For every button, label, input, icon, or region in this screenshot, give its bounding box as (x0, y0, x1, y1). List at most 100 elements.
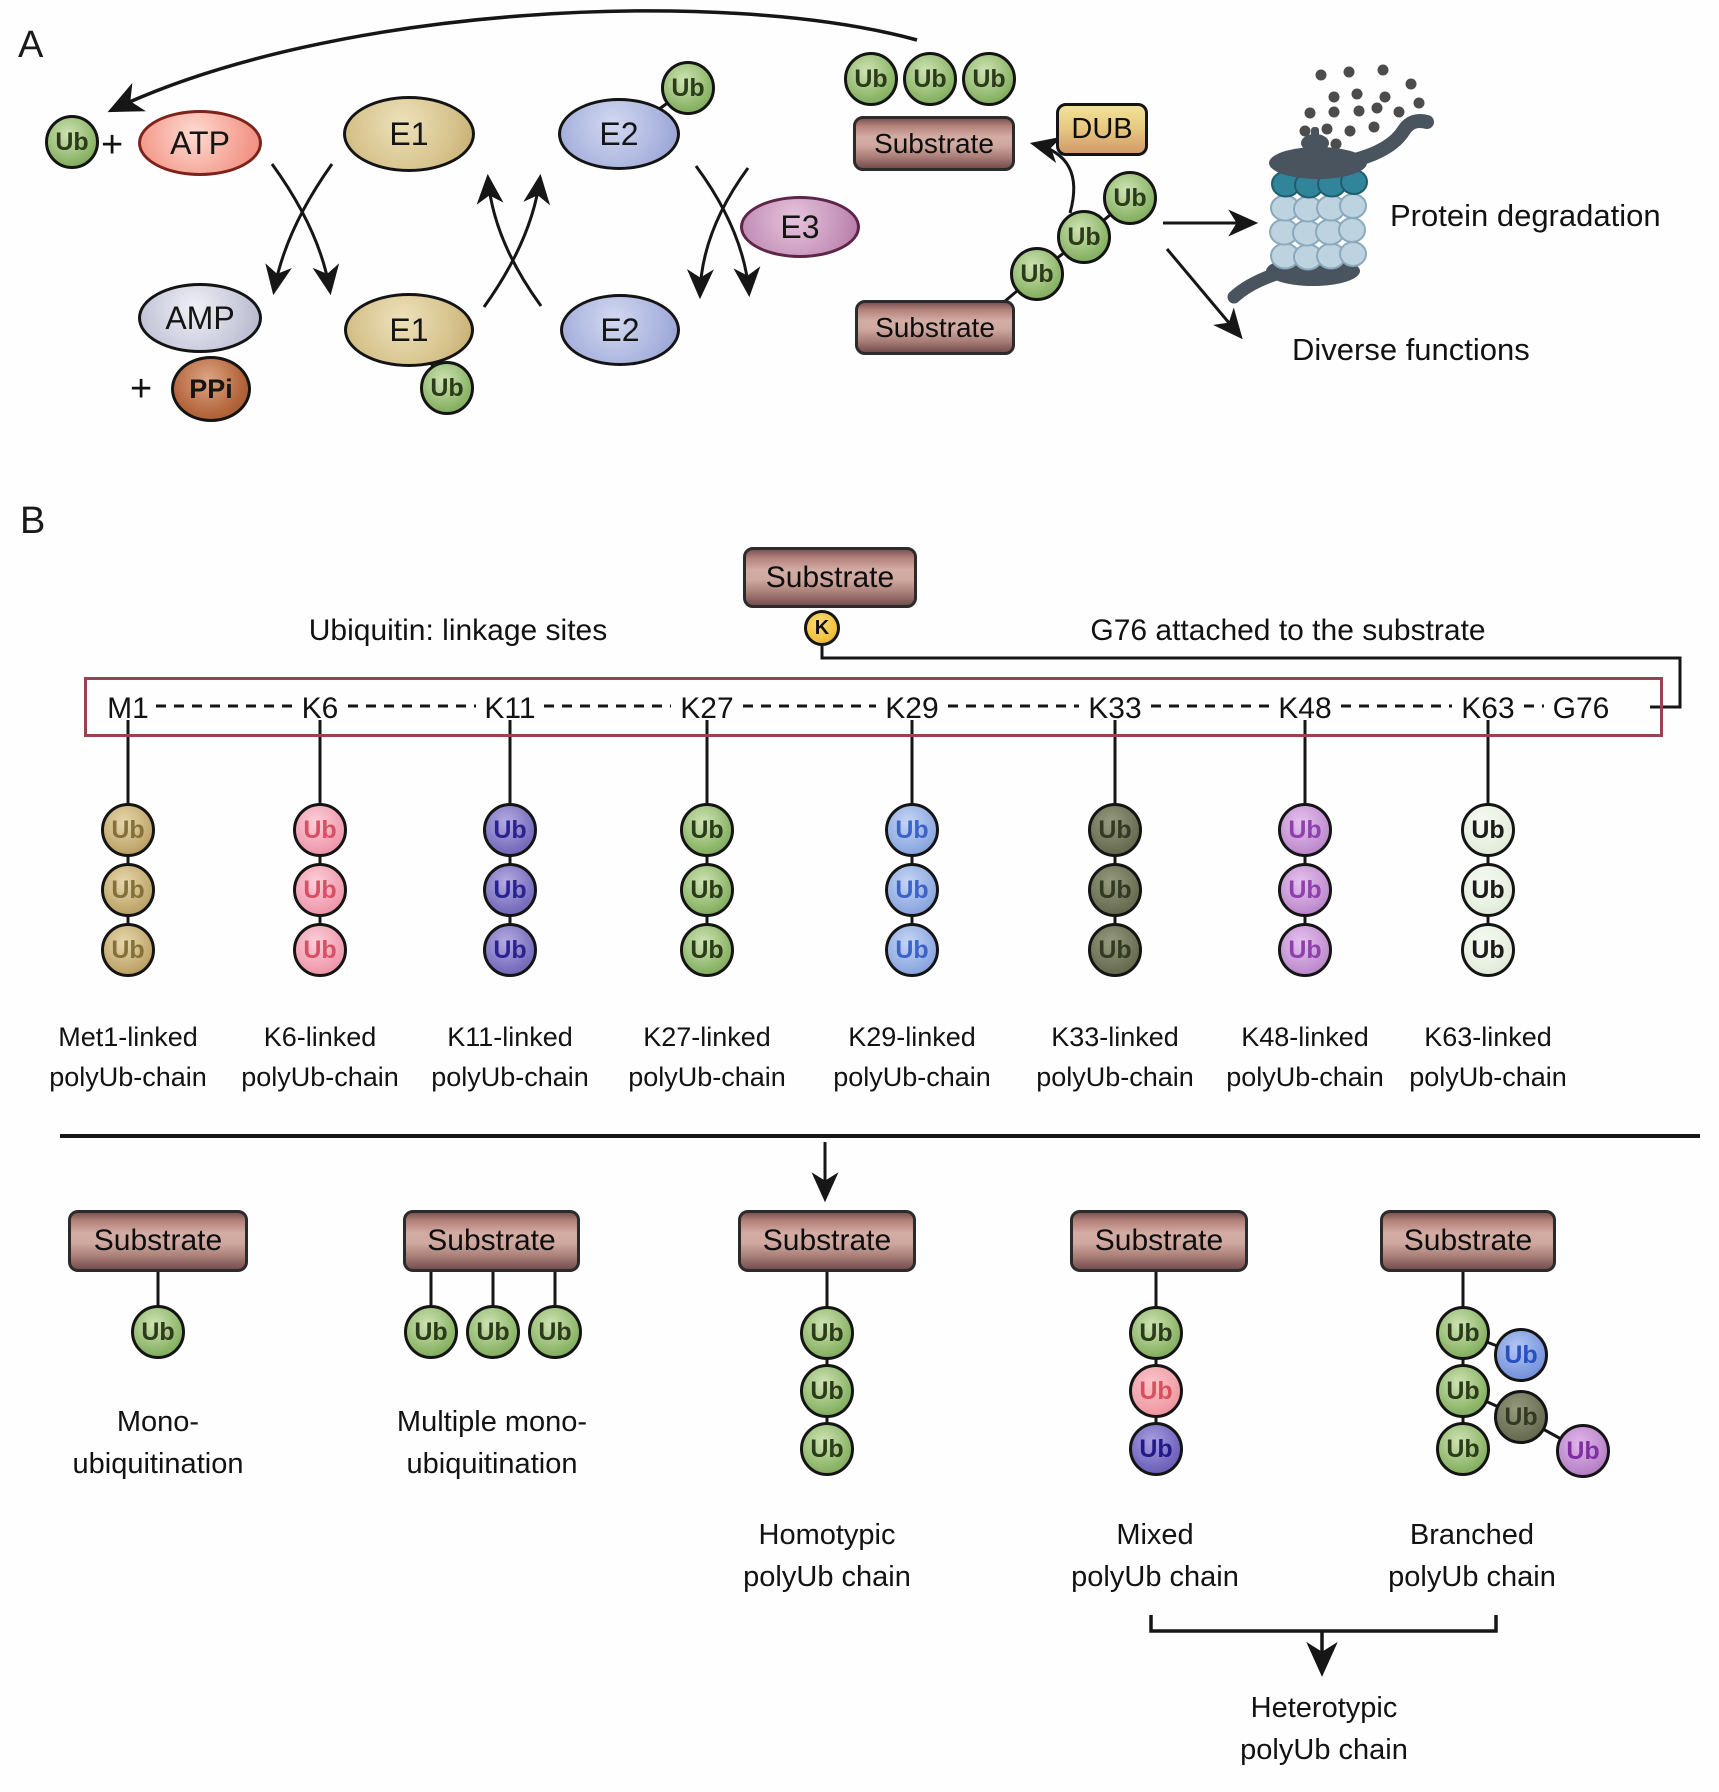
ub-label: Ub (1471, 815, 1505, 844)
ub-label: Ub (1098, 875, 1132, 904)
plus-sign: + (130, 368, 153, 410)
ub-label: Ub (895, 875, 929, 904)
ub-label: Ub (1288, 815, 1322, 844)
ub-label: Ub (1471, 875, 1505, 904)
e1-label: E1 (389, 311, 429, 348)
mode-caption: polyUb chain (743, 1561, 911, 1593)
ub-label: Ub (1471, 935, 1505, 964)
e1-e2-arrow-1 (482, 173, 551, 308)
g76-note: G76 attached to the substrate (1090, 614, 1486, 647)
ub-label: Ub (671, 73, 705, 102)
homotypic-ub: Ub (800, 1364, 854, 1418)
e3-label: E3 (780, 208, 820, 245)
multi-links (429, 1272, 557, 1309)
ub-label: Ub (913, 64, 947, 93)
ub-label: Ub (111, 875, 145, 904)
e2-ellipse-bottom: E2 (560, 294, 680, 366)
k33-chain-ub: Ub (1088, 863, 1142, 917)
k48-chain-ub: Ub (1278, 803, 1332, 857)
k11-chain-ub: Ub (483, 863, 537, 917)
ub-label: Ub (493, 935, 527, 964)
multi-mono-ub: Ub (404, 1305, 458, 1359)
chain-caption: K33-linked (1051, 1022, 1179, 1052)
mode-caption: Multiple mono- (396, 1406, 588, 1438)
k11-chain-ub: Ub (483, 803, 537, 857)
ub-label: Ub (1098, 935, 1132, 964)
ub-label: Ub (972, 64, 1006, 93)
m1-chain-ub: Ub (101, 923, 155, 977)
substrate-label: Substrate (875, 311, 995, 343)
e2-e3-arrow-2 (686, 167, 750, 300)
chain-caption: K29-linked (848, 1022, 976, 1052)
ub-label: Ub (538, 1317, 572, 1346)
branched-ub-blue: Ub (1494, 1328, 1548, 1382)
ub-label: Ub (55, 127, 89, 156)
chain-caption: K63-linked (1424, 1022, 1552, 1052)
branched-ub-green: Ub (1436, 1422, 1490, 1476)
substrate-box-mono: Substrate (68, 1210, 248, 1272)
ub-label: Ub (1446, 1376, 1480, 1405)
atp-ellipse: ATP (138, 110, 262, 176)
polyub-chain-ub-circle: Ub (1010, 247, 1064, 301)
site-label-k11: K11 (484, 692, 536, 725)
e2-label: E2 (599, 115, 639, 152)
chain-caption: polyUb-chain (1036, 1062, 1194, 1092)
e2-label: E2 (600, 311, 640, 348)
mode-caption: polyUb chain (1071, 1561, 1239, 1593)
substrate-label: Substrate (1094, 1224, 1224, 1257)
panel-a-label: A (18, 24, 44, 66)
chain-caption: Met1-linked (58, 1022, 198, 1052)
ub-label: Ub (854, 64, 888, 93)
e1-e2-arrow-2 (476, 173, 543, 307)
k6-chain-ub: Ub (293, 863, 347, 917)
substrate-ub-circle: Ub (962, 52, 1016, 106)
atp-label: ATP (170, 124, 230, 161)
substrate-ub-circle: Ub (903, 52, 957, 106)
chain-caption: polyUb-chain (49, 1062, 207, 1092)
k48-chain-ub: Ub (1278, 923, 1332, 977)
atp-amp-arrow-1 (270, 163, 340, 296)
k29-chain-ub: Ub (885, 863, 939, 917)
heterotypic-bracket (1149, 1615, 1498, 1633)
site-label-k29: K29 (885, 692, 939, 725)
ub-label: Ub (1288, 935, 1322, 964)
ub-label: Ub (111, 935, 145, 964)
mixed-ub-pink: Ub (1129, 1364, 1183, 1418)
mode-caption: polyUb chain (1388, 1561, 1556, 1593)
substrate-label: Substrate (427, 1224, 556, 1257)
k-label: K (814, 616, 830, 639)
k33-chain-ub: Ub (1088, 803, 1142, 857)
ub-recycle-arrow (107, 9, 918, 113)
linkage-sites-title: Ubiquitin: linkage sites (308, 614, 608, 647)
e1-label: E1 (389, 115, 429, 152)
chain-caption: polyUb-chain (431, 1062, 589, 1092)
k11-chain-ub: Ub (483, 923, 537, 977)
k6-chain-ub: Ub (293, 803, 347, 857)
mode-caption: Homotypic (758, 1519, 896, 1551)
substrate-box-homotypic: Substrate (738, 1210, 916, 1272)
ub-label: Ub (690, 815, 724, 844)
homotypic-ub: Ub (800, 1306, 854, 1360)
mode-caption: Mixed (1116, 1519, 1194, 1551)
k33-chain-ub: Ub (1088, 923, 1142, 977)
ub-label: Ub (1446, 1318, 1480, 1347)
multi-mono-ub: Ub (466, 1305, 520, 1359)
dub-arrow (1029, 136, 1076, 214)
mode-caption: Mono- (116, 1406, 200, 1438)
ub-label: Ub (810, 1318, 844, 1347)
substrate-ub-circle: Ub (844, 52, 898, 106)
ub-label: Ub (303, 875, 337, 904)
ub-label: Ub (690, 875, 724, 904)
site-label-m1: M1 (107, 692, 149, 725)
k6-chain-ub: Ub (293, 923, 347, 977)
dub-label: DUB (1071, 113, 1133, 145)
e1-ellipse-top: E1 (343, 96, 475, 172)
chain-caption: K11-linked (447, 1022, 573, 1052)
chain-caption: polyUb-chain (241, 1062, 399, 1092)
ub-label: Ub (1139, 1434, 1173, 1463)
functions-arrow (1165, 248, 1243, 340)
amp-label: AMP (165, 299, 235, 336)
free-ub-circle: Ub (45, 115, 99, 169)
multi-mono-ub: Ub (528, 1305, 582, 1359)
homotypic-ub: Ub (800, 1422, 854, 1476)
